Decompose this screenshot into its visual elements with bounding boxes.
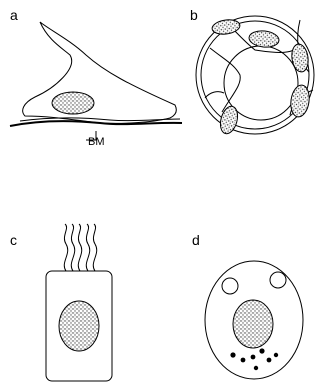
- nucleus-b-5: [289, 84, 311, 118]
- panel-c: c: [10, 224, 112, 381]
- granule: [254, 366, 258, 370]
- granule: [274, 353, 278, 357]
- granule: [230, 352, 235, 357]
- panel-d-label: d: [192, 232, 200, 248]
- granule: [241, 358, 246, 363]
- vacuole-1: [222, 278, 238, 294]
- panel-a-label: a: [10, 7, 18, 23]
- bm-label: BM: [88, 136, 105, 148]
- cilium-2: [71, 224, 74, 271]
- panel-d: d: [192, 232, 303, 379]
- cell-boundary-5: [205, 92, 224, 98]
- nucleus-c: [59, 301, 99, 351]
- panel-b: b: [190, 7, 314, 136]
- cilium-3: [78, 224, 81, 271]
- nucleus-b-2: [248, 29, 280, 48]
- nucleus-d: [233, 300, 273, 348]
- basement-membrane: [10, 121, 182, 126]
- panel-a: a BM: [10, 7, 182, 148]
- granule: [267, 358, 272, 363]
- cilium-1: [64, 224, 67, 271]
- panel-b-label: b: [190, 7, 198, 23]
- cell-boundary-1: [210, 48, 240, 112]
- cilium-5: [93, 224, 96, 271]
- granule: [251, 355, 256, 360]
- spread-cell-body: [23, 22, 177, 123]
- cilium-4: [86, 224, 89, 271]
- granule: [259, 348, 264, 353]
- panel-c-label: c: [10, 232, 17, 248]
- vacuole-2: [270, 272, 286, 288]
- nucleus-a: [52, 92, 94, 114]
